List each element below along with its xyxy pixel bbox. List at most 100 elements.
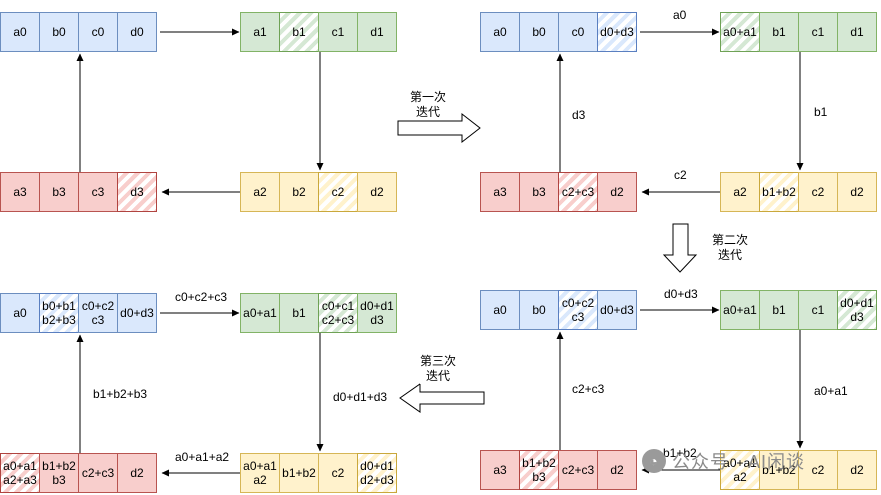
p3-node-0: a0 b0 c0+c2 c3 d0+d3 xyxy=(480,290,637,330)
p4-node1-cell-a: a0+a1 xyxy=(240,293,280,333)
p2-node-1: a0+a1 b1 c1 d1 xyxy=(720,12,877,52)
p1-node1-cell-a: a1 xyxy=(240,12,280,52)
p1-node-2: a2 b2 c2 d2 xyxy=(240,172,397,212)
p3-node1-cell-a: a0+a1 xyxy=(720,290,760,330)
p3-node3-cell-d: d2 xyxy=(597,450,637,490)
p2-node3-cell-b: b3 xyxy=(519,172,559,212)
p3-node1-cell-b: b1 xyxy=(759,290,799,330)
p3-node1-cell-c: c1 xyxy=(798,290,838,330)
p2-node1-cell-a: a0+a1 xyxy=(720,12,760,52)
p4-node3-cell-b: b1+b2 b3 xyxy=(39,453,79,493)
p2-node0-cell-d: d0+d3 xyxy=(597,12,637,52)
p3-edge-label-bottom: b1+b2 xyxy=(663,446,697,461)
p1-node2-cell-b: b2 xyxy=(279,172,319,212)
p4-edge-label-bottom: a0+a1+a2 xyxy=(175,450,230,465)
wechat-icon: ◔ xyxy=(642,449,666,473)
p2-node2-cell-b: b1+b2 xyxy=(759,172,799,212)
p2-node1-cell-b: b1 xyxy=(759,12,799,52)
p2-node1-cell-c: c1 xyxy=(798,12,838,52)
p2-node2-cell-d: d2 xyxy=(837,172,877,212)
step1-caption: 第一次 迭代 xyxy=(410,90,447,120)
p2-node0-cell-c: c0 xyxy=(558,12,598,52)
p3-node2-cell-d: d2 xyxy=(837,450,877,490)
p1-node2-cell-c: c2 xyxy=(318,172,358,212)
step2-arrow-icon xyxy=(662,223,698,273)
step3-arrow-icon xyxy=(399,383,485,413)
p4-node0-cell-b: b0+b1 b2+b3 xyxy=(39,293,79,333)
p3-node0-cell-a: a0 xyxy=(480,290,520,330)
p3-node-2: a0+a1 a2 b1+b2 c2 d2 xyxy=(720,450,877,490)
p1-node2-cell-a: a2 xyxy=(240,172,280,212)
p4-node2-cell-c: c2 xyxy=(318,453,358,493)
p3-node0-cell-b: b0 xyxy=(519,290,559,330)
p4-node0-cell-c: c0+c2 c3 xyxy=(78,293,118,333)
p3-edge-label-right: a0+a1 xyxy=(814,384,848,399)
p2-edge-label-top: a0 xyxy=(673,8,687,23)
p2-node0-cell-a: a0 xyxy=(480,12,520,52)
p4-node1-cell-d: d0+d1 d3 xyxy=(357,293,397,333)
p3-edge-label-top: d0+d3 xyxy=(664,287,698,302)
p3-node-3: a3 b1+b2 b3 c2+c3 d2 xyxy=(480,450,637,490)
p3-node2-cell-b: b1+b2 xyxy=(759,450,799,490)
p1-node-3: a3 b3 c3 d3 xyxy=(0,172,157,212)
p1-node0-cell-b: b0 xyxy=(39,12,79,52)
p1-node-0: a0 b0 c0 d0 xyxy=(0,12,157,52)
p4-node3-cell-d: d2 xyxy=(117,453,157,493)
p3-node-1: a0+a1 b1 c1 d0+d1 d3 xyxy=(720,290,877,330)
p2-node-0: a0 b0 c0 d0+d3 xyxy=(480,12,637,52)
p4-edge-label-top: c0+c2+c3 xyxy=(175,290,228,305)
p4-edge-label-right: d0+d1+d3 xyxy=(333,390,388,405)
p4-node2-cell-d: d0+d1 d2+d3 xyxy=(357,453,397,493)
p1-node0-cell-c: c0 xyxy=(78,12,118,52)
step1-arrow-icon xyxy=(397,112,481,144)
p1-node3-cell-c: c3 xyxy=(78,172,118,212)
p1-node1-cell-b: b1 xyxy=(279,12,319,52)
p3-node0-cell-d: d0+d3 xyxy=(597,290,637,330)
p1-node3-cell-a: a3 xyxy=(0,172,40,212)
p1-node0-cell-a: a0 xyxy=(0,12,40,52)
p4-node2-cell-b: b1+b2 xyxy=(279,453,319,493)
watermark: ◔ 公众号 · AI闲谈 xyxy=(642,448,805,474)
p4-node3-cell-a: a0+a1 a2+a3 xyxy=(0,453,40,493)
p3-node3-cell-a: a3 xyxy=(480,450,520,490)
p3-node3-cell-b: b1+b2 b3 xyxy=(519,450,559,490)
step3-caption: 第三次 迭代 xyxy=(420,354,457,384)
p4-node-0: a0 b0+b1 b2+b3 c0+c2 c3 d0+d3 xyxy=(0,293,157,333)
p2-edge-label-bottom: c2 xyxy=(674,168,687,183)
step2-caption: 第二次 迭代 xyxy=(712,233,749,263)
p2-node3-cell-d: d2 xyxy=(597,172,637,212)
p2-edge-label-right: b1 xyxy=(814,105,828,120)
p2-node0-cell-b: b0 xyxy=(519,12,559,52)
p4-node1-cell-c: c0+c1 c2+c3 xyxy=(318,293,358,333)
p1-node1-cell-d: d1 xyxy=(357,12,397,52)
watermark-text: 公众号 · AI闲谈 xyxy=(672,452,806,472)
p2-node3-cell-c: c2+c3 xyxy=(558,172,598,212)
p4-node-3: a0+a1 a2+a3 b1+b2 b3 c2+c3 d2 xyxy=(0,453,157,493)
p1-node1-cell-c: c1 xyxy=(318,12,358,52)
p2-node3-cell-a: a3 xyxy=(480,172,520,212)
p2-edge-label-left: d3 xyxy=(572,108,586,123)
p3-node3-cell-c: c2+c3 xyxy=(558,450,598,490)
p4-node3-cell-c: c2+c3 xyxy=(78,453,118,493)
p4-node0-cell-a: a0 xyxy=(0,293,40,333)
p3-edge-label-left: c2+c3 xyxy=(572,382,605,397)
p4-node2-cell-a: a0+a1 a2 xyxy=(240,453,280,493)
p2-node-2: a2 b1+b2 c2 d2 xyxy=(720,172,877,212)
p3-node2-cell-c: c2 xyxy=(798,450,838,490)
p4-node-2: a0+a1 a2 b1+b2 c2 d0+d1 d2+d3 xyxy=(240,453,397,493)
p1-node2-cell-d: d2 xyxy=(357,172,397,212)
p3-node0-cell-c: c0+c2 c3 xyxy=(558,290,598,330)
p2-node-3: a3 b3 c2+c3 d2 xyxy=(480,172,637,212)
p2-node1-cell-d: d1 xyxy=(837,12,877,52)
p4-node1-cell-b: b1 xyxy=(279,293,319,333)
p4-edge-label-left: b1+b2+b3 xyxy=(93,387,148,402)
p3-node2-cell-a: a0+a1 a2 xyxy=(720,450,760,490)
p2-node2-cell-c: c2 xyxy=(798,172,838,212)
p4-node0-cell-d: d0+d3 xyxy=(117,293,157,333)
p1-node-1: a1 b1 c1 d1 xyxy=(240,12,397,52)
p3-node1-cell-d: d0+d1 d3 xyxy=(837,290,877,330)
p1-node0-cell-d: d0 xyxy=(117,12,157,52)
p1-node3-cell-d: d3 xyxy=(117,172,157,212)
